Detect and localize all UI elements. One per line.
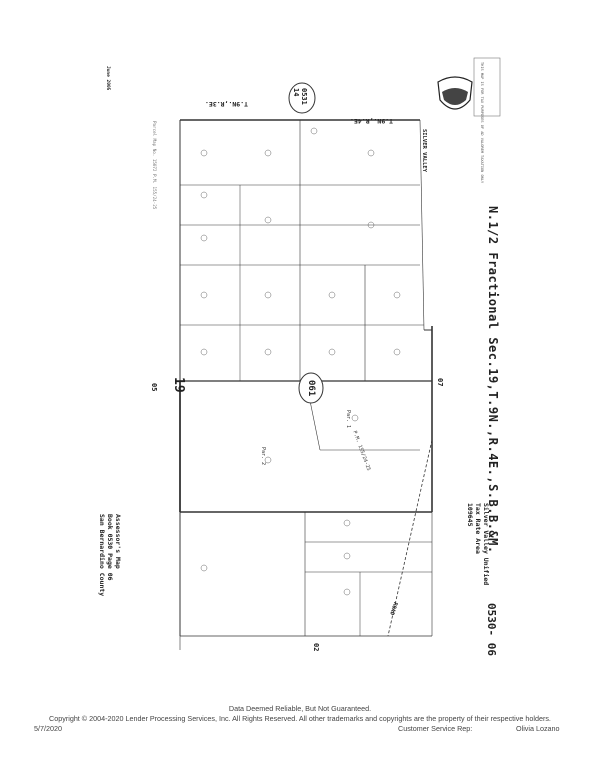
- map-07-label: 07: [436, 378, 444, 387]
- school-district: Silver Valley Unified: [482, 503, 490, 586]
- county-name: San Bernardino County: [98, 514, 106, 597]
- section-number: 19: [171, 377, 186, 393]
- parcel-map-note: Parcel Map No. 15072 P.M. 155/24-25: [152, 121, 157, 210]
- footer-date: 5/7/2020: [34, 724, 62, 733]
- map-02-label: 02: [312, 643, 320, 652]
- book-page-number: 0530- 06: [485, 603, 498, 656]
- section-center-label: 061: [306, 380, 316, 397]
- township-left: T.9N.,R.3E.: [204, 100, 248, 108]
- footer-disclaimer: Data Deemed Reliable, But Not Guaranteed…: [228, 704, 372, 713]
- map-title: N.1/2 Fractional Sec.19,T.9N.,R.4E.,S.B.…: [486, 206, 500, 554]
- parcel-2-label: Par. 2: [260, 447, 266, 466]
- assessor-parcel-map: THIS MAP IS FOR TAX PURPOSES OF AD VALOR…: [179, 57, 501, 650]
- footer-copyright: Copyright © 2004-2020 Lender Processing …: [49, 714, 551, 723]
- county-seal-icon: [437, 76, 473, 110]
- assessor-book-page: Book 0530 Page 06: [106, 514, 114, 581]
- section-top-label: 0531 14: [292, 88, 308, 105]
- disclaimer-stamp: THIS MAP IS FOR TAX PURPOSES OF AD VALOR…: [473, 57, 501, 184]
- customer-rep-name: Olivia Lozano: [516, 724, 560, 733]
- road-name-label: SILVER VALLEY: [421, 129, 427, 173]
- tra-number: 109645: [466, 503, 474, 527]
- section-markers: [288, 82, 324, 404]
- parcel-number-markers: [200, 127, 401, 596]
- assessor-map-title: Assessor's Map: [114, 514, 122, 569]
- tax-rate-area-label: Tax Rate Area: [474, 503, 482, 554]
- parcel-1-label: Par. 1: [345, 410, 351, 429]
- map-05-label: 05: [150, 383, 158, 392]
- customer-rep-label: Customer Service Rep:: [398, 724, 473, 733]
- disclaimer-stamp-text: THIS MAP IS FOR TAX PURPOSES OF AD VALOR…: [480, 62, 484, 184]
- map-date: June 2005: [105, 66, 110, 91]
- township-right: T.9N.,R.4E.: [350, 117, 394, 125]
